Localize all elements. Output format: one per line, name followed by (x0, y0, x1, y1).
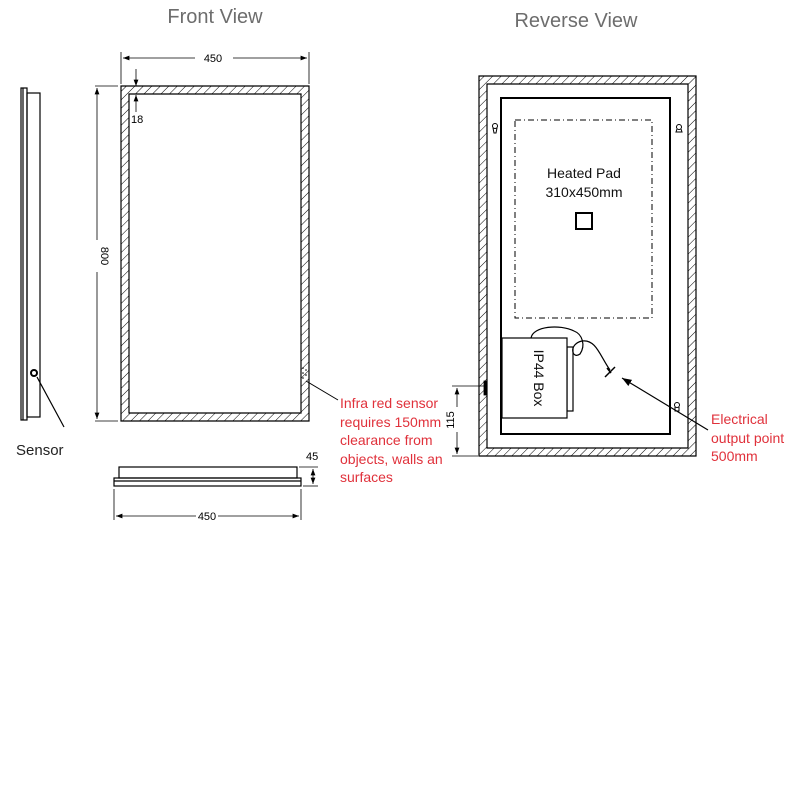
frame-thickness-dimension: 18 (131, 114, 143, 126)
ip44-box (501, 326, 709, 431)
electrical-output-icon (604, 366, 616, 378)
infra-red-note: Infra red sensor requires 150mm clearanc… (340, 395, 443, 485)
front-view-title: Front View (167, 6, 263, 28)
side-profile-view (20, 87, 65, 428)
svg-text:clearance from: clearance from (340, 432, 433, 448)
svg-text:500mm: 500mm (711, 448, 758, 464)
svg-text:Electrical: Electrical (711, 411, 768, 427)
front-dimensions (94, 52, 310, 422)
svg-text:surfaces: surfaces (340, 469, 393, 485)
svg-text:objects, walls an: objects, walls an (340, 451, 443, 467)
depth-dimension: 45 (306, 451, 318, 463)
heated-pad-label: Heated Pad (547, 165, 621, 181)
offset-dimension-label: 115 (445, 411, 457, 429)
width-dimension: 450 (204, 53, 222, 65)
ip44-box-label: IP44 Box (531, 350, 547, 407)
heated-pad-connector (575, 212, 593, 230)
svg-text:requires 150mm: requires 150mm (340, 414, 441, 430)
height-dimension: 800 (98, 247, 110, 265)
bottom-view (113, 466, 302, 487)
sensor-label: Sensor (16, 442, 64, 459)
reverse-view-title: Reverse View (514, 10, 638, 32)
heated-pad-size: 310x450mm (545, 184, 622, 200)
front-mirror-frame (120, 85, 339, 422)
svg-text:output point: output point (711, 430, 784, 446)
electrical-output-note: Electrical output point 500mm (711, 411, 784, 464)
svg-text:Infra red sensor: Infra red sensor (340, 395, 438, 411)
offset-dimension (452, 380, 488, 457)
bottom-dimensions (113, 466, 318, 520)
bottom-width-dimension: 450 (198, 511, 216, 523)
reverse-mirror-frame (478, 75, 697, 457)
infra-red-sensor-icon (302, 367, 307, 379)
heated-pad-outline (514, 119, 653, 319)
sensor-icon (30, 369, 38, 377)
